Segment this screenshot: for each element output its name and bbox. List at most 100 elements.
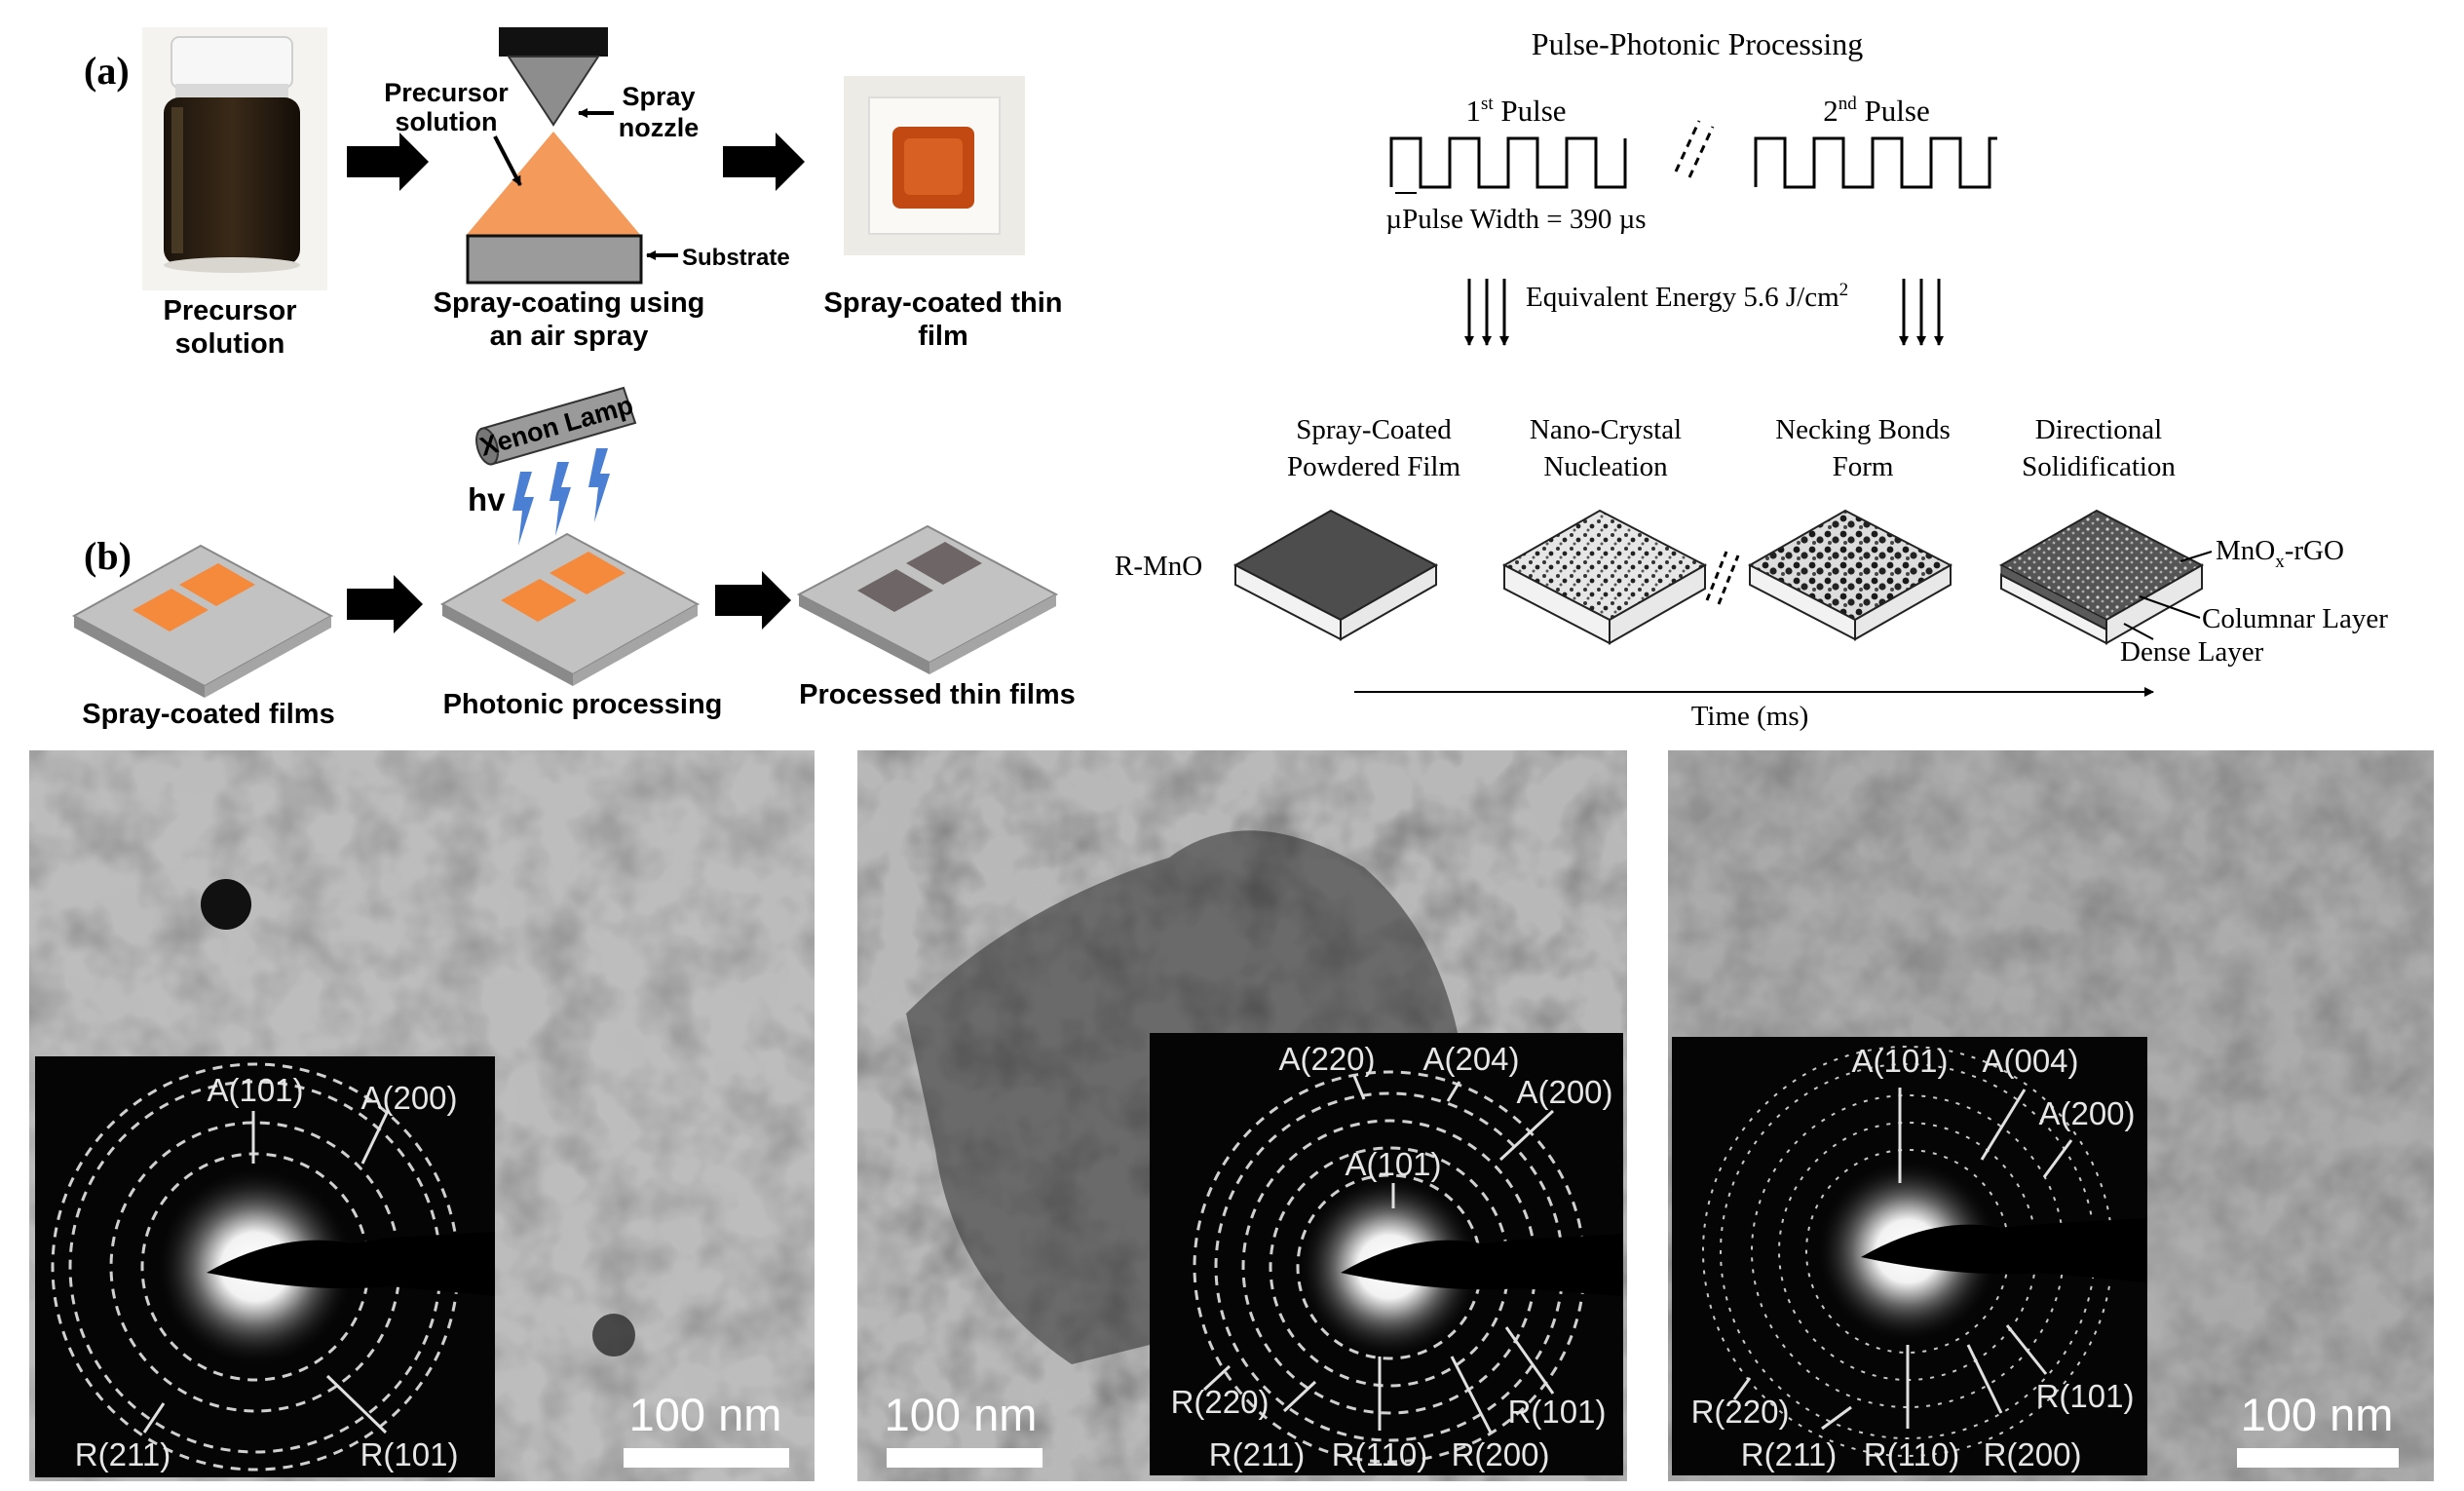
pulse-title: Pulse-Photonic Processing [1532, 26, 1863, 61]
mnox-leader [2180, 551, 2213, 562]
tem3-ring-a004: A(004) [1982, 1043, 2078, 1079]
precursor-caption-line1: Precursor [163, 295, 296, 326]
dense-leader [2123, 623, 2154, 640]
columnar-layer-label: Columnar Layer [2202, 603, 2388, 634]
mnox-rgo-label: MnOx-rGO [2216, 535, 2344, 572]
stage-2-title-line2: Nucleation [1543, 451, 1668, 482]
film-caption-line1: Spray-coated thin [824, 287, 1063, 319]
beam-stopper-1 [207, 1232, 495, 1296]
plate-spray-coated [71, 544, 334, 698]
process-arrow-3 [347, 575, 423, 633]
process-arrow-2 [723, 133, 805, 191]
tem3-scale-bar [2237, 1448, 2399, 1468]
panel-b: (b) Spray-coated films Xenon Lamp hv [71, 386, 1076, 730]
tem1-scale-label: 100 nm [629, 1389, 782, 1440]
tem2-ring-r110: R(110) [1332, 1436, 1427, 1472]
plate-processed [796, 524, 1059, 674]
pulse-width-label: µPulse Width = 390 µs [1385, 204, 1646, 235]
panel-b-caption-2: Photonic processing [443, 689, 723, 720]
stage-1-title-line1: Spray-Coated [1296, 414, 1452, 445]
tem1-scale-bar [624, 1448, 789, 1468]
tem-panel-3: A(101) A(004) A(200) R(220) R(211) R(110… [1668, 750, 2434, 1481]
film-block-necking [1747, 509, 1953, 641]
pulse-train-2 [1754, 136, 1997, 189]
tem-panel-2: A(220) A(204) A(200) A(101) R(220) R(211… [857, 750, 1627, 1481]
light-bolts [512, 448, 610, 546]
tem2-ring-r101: R(101) [1508, 1394, 1607, 1430]
break-mark-2b [1717, 554, 1740, 605]
spray-cone [466, 132, 641, 236]
tem3-ring-a200: A(200) [2038, 1095, 2135, 1131]
energy-arrows-left [1464, 279, 1509, 346]
second-pulse-label: 2nd Pulse [1823, 94, 1929, 128]
first-pulse-label: 1st Pulse [1465, 94, 1566, 128]
tem2-scale-label: 100 nm [885, 1389, 1038, 1440]
tem3-ring-r220: R(220) [1691, 1394, 1790, 1430]
break-mark-1a [1674, 120, 1701, 172]
film-block-powdered [1232, 509, 1439, 641]
substrate-label: Substrate [682, 245, 790, 271]
pulse-train-1 [1389, 136, 1627, 189]
energy-label: Equivalent Energy 5.6 J/cm2 [1526, 280, 1848, 313]
pulse-schematic: Pulse-Photonic Processing 1st Pulse 2nd … [1115, 26, 2388, 732]
tem2-ring-r211: R(211) [1209, 1436, 1305, 1472]
stage-1-title-line2: Powdered Film [1287, 451, 1460, 482]
tem2-ring-r200: R(200) [1452, 1436, 1550, 1472]
xenon-lamp: Xenon Lamp [475, 386, 637, 466]
tem1-ring-r211: R(211) [75, 1436, 171, 1472]
precursor-bottle-photo [142, 27, 327, 290]
substrate-block [466, 234, 643, 285]
panel-b-label: (b) [84, 534, 132, 578]
spray-nozzle [499, 27, 608, 127]
spray-caption-line2: an air spray [490, 321, 649, 352]
tem2-ring-r220: R(220) [1171, 1384, 1270, 1420]
hv-label: hv [468, 481, 506, 517]
break-mark-1b [1687, 126, 1715, 178]
stage-4-title-line2: Solidification [2022, 451, 2176, 482]
panel-a-label: (a) [84, 49, 130, 93]
precursor-pointer-arrow [493, 135, 522, 186]
tem2-ring-a204: A(204) [1422, 1041, 1519, 1077]
tem-panel-1: A(101) A(200) R(211) R(101) 100 nm [29, 750, 815, 1481]
tem2-ring-a101: A(101) [1345, 1146, 1441, 1182]
tem3-ring-r200: R(200) [1984, 1436, 2082, 1472]
panel-b-caption-1: Spray-coated films [82, 699, 334, 730]
tem2-ring-a220: A(220) [1278, 1041, 1375, 1077]
tem1-ring-a200: A(200) [360, 1080, 457, 1116]
tem3-ring-a101: A(101) [1851, 1043, 1948, 1079]
stage-3-title-line2: Form [1833, 451, 1894, 482]
precursor-caption-line2: solution [175, 328, 285, 360]
plate-photonic-processing [439, 532, 701, 686]
precursor-solution-label-line1: Precursor [384, 78, 509, 107]
spray-caption-line1: Spray-coating using [434, 287, 705, 319]
tem3-ring-r211: R(211) [1741, 1436, 1837, 1472]
tem1-ring-r101: R(101) [360, 1436, 459, 1472]
spray-coated-film-photo [844, 76, 1025, 255]
stage-3-title-line1: Necking Bonds [1775, 414, 1951, 445]
film-caption-line2: film [918, 321, 968, 352]
time-axis-label: Time (ms) [1691, 701, 1809, 732]
film-block-solidification [1998, 509, 2205, 645]
film-block-nucleation [1501, 509, 1708, 645]
tem2-scale-bar [887, 1448, 1042, 1468]
dense-layer-label: Dense Layer [2120, 636, 2264, 668]
break-mark-2a [1705, 551, 1728, 601]
energy-arrows-right [1899, 279, 1944, 346]
panel-b-caption-3: Processed thin films [799, 679, 1076, 710]
process-arrow-1 [347, 133, 429, 191]
tem3-scale-label: 100 nm [2241, 1389, 2394, 1440]
process-arrow-4 [715, 571, 791, 630]
beam-stopper-3 [1861, 1218, 2147, 1282]
spray-nozzle-label-line1: Spray [622, 82, 695, 111]
beam-stopper-2 [1341, 1234, 1623, 1296]
spray-nozzle-label-line2: nozzle [619, 113, 700, 142]
precursor-solution-label-line2: solution [396, 107, 498, 136]
tem2-ring-a200: A(200) [1516, 1074, 1612, 1110]
r-mno-label: R-MnO [1115, 551, 1202, 582]
tem1-ring-a101: A(101) [207, 1072, 303, 1108]
stage-4-title-line1: Directional [2035, 414, 2162, 445]
panel-a: (a) Precursor solution Precursor solutio… [84, 27, 1062, 360]
tem3-ring-r110: R(110) [1864, 1436, 1959, 1472]
stage-2-title-line1: Nano-Crystal [1530, 414, 1682, 445]
tem3-ring-r101: R(101) [2036, 1378, 2135, 1414]
